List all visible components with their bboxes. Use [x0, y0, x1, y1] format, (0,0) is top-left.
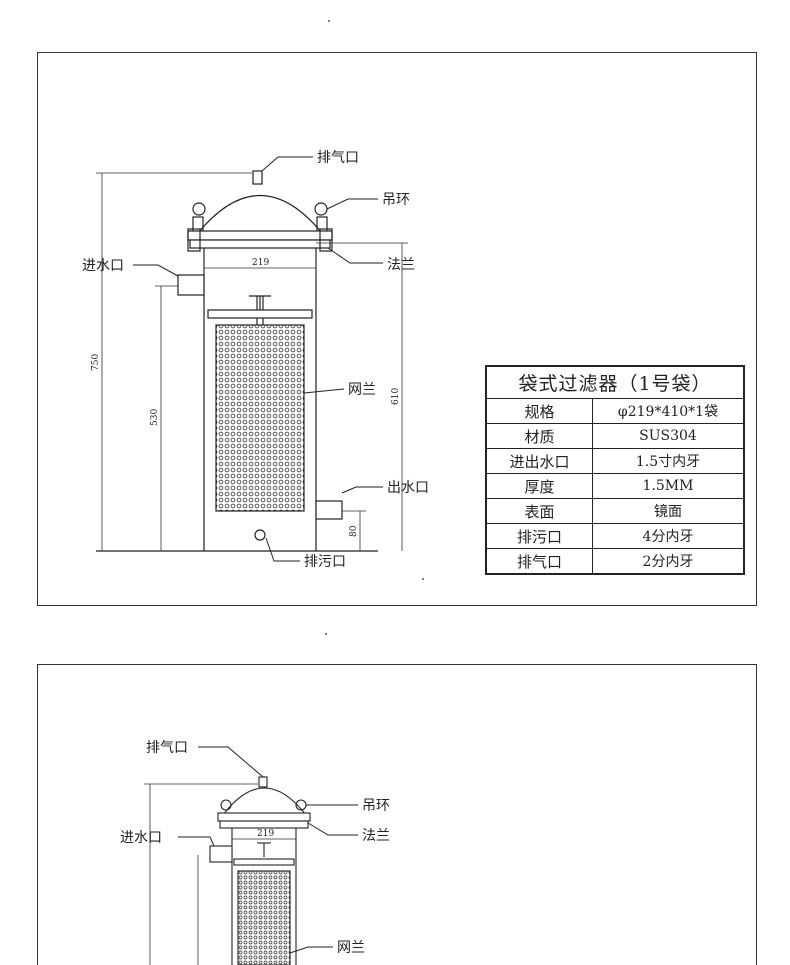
dim-inlet-height: 530: [150, 409, 160, 426]
scan-speck: [328, 20, 330, 22]
inlet-pipe: [177, 274, 205, 296]
label-vent: 排气口: [317, 150, 359, 166]
filter-drawing: 排气口 吊环 进水口 法兰 网兰 出水口 排污口 219 750 530 610…: [82, 150, 429, 570]
dim-total-height: 750: [91, 354, 101, 371]
label-lifting-ring: 吊环: [382, 192, 410, 208]
label-drain: 排污口: [304, 554, 346, 570]
drawing-panel-bottom: 排气口 吊环 进水口 法兰 网兰 219: [37, 664, 757, 965]
label-mesh-small: 网兰: [337, 940, 365, 956]
dim-diameter: 219: [252, 258, 269, 268]
table-row: 表面镜面: [485, 498, 745, 524]
scan-speck: [422, 578, 424, 580]
flange-band: [187, 230, 333, 241]
label-outlet: 出水口: [387, 480, 429, 496]
vent-pipe: [252, 170, 263, 185]
lifting-ring-left: [192, 202, 206, 216]
scan-speck: [325, 633, 327, 635]
filter-drawing-small: 排气口 吊环 进水口 法兰 网兰 219: [120, 740, 390, 965]
dim-shell-height: 610: [391, 388, 401, 405]
label-inlet-small: 进水口: [120, 830, 162, 846]
label-flange: 法兰: [387, 257, 415, 273]
dim-diameter-small: 219: [257, 829, 274, 839]
mesh-basket: [215, 324, 305, 512]
dim-outlet-height: 80: [349, 525, 359, 537]
label-vent-small: 排气口: [146, 740, 188, 756]
dome-lid: [197, 194, 323, 234]
mesh-basket-small: [237, 870, 291, 965]
label-lifting-ring-small: 吊环: [362, 798, 390, 814]
drain-port: [254, 529, 266, 541]
label-mesh: 网兰: [348, 382, 376, 398]
lifting-ring-right: [314, 202, 328, 216]
outlet-pipe: [315, 500, 343, 520]
label-inlet: 进水口: [82, 258, 124, 274]
spec-table-title: 袋式过滤器（1号袋）: [485, 365, 745, 399]
drawing-panel-top: 排气口 吊环 进水口 法兰 网兰 出水口 排污口 219 750 530 610…: [37, 52, 757, 606]
label-flange-small: 法兰: [362, 828, 390, 844]
